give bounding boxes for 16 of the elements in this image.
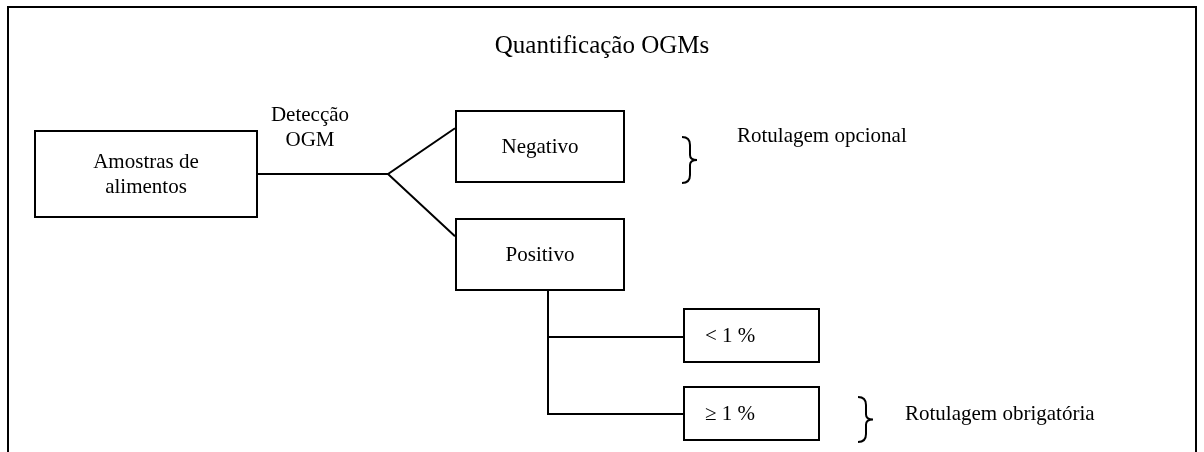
process-box (683, 386, 820, 441)
annotation-text: Rotulagem opcional (737, 123, 907, 149)
process-box (455, 110, 625, 183)
process-box (683, 308, 820, 363)
box-text: ≥ 1 % (705, 400, 756, 427)
process-box (34, 130, 258, 218)
box-text: < 1 % (705, 322, 756, 349)
annotation-text: Rotulagem obrigatória (905, 401, 1095, 427)
edge-label: Detecção OGM (269, 102, 351, 153)
box-text: Amostras de alimentos (92, 148, 200, 200)
connector-line (547, 290, 684, 415)
box-text: Positivo (505, 241, 575, 268)
diagram-title: Quantificação OGMs (493, 30, 711, 60)
process-box (455, 218, 625, 291)
box-text: Negativo (501, 133, 579, 160)
connector-line (257, 173, 456, 238)
